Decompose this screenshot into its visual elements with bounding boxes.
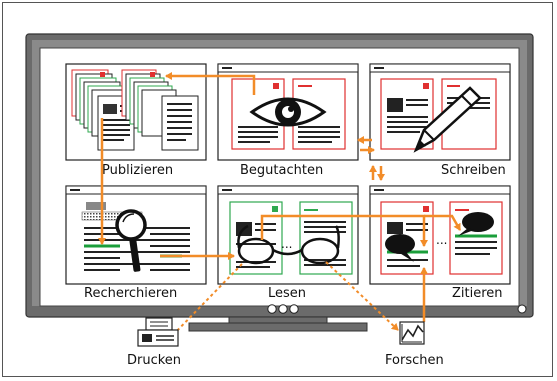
arrow-begutachten-to-publizieren: [165, 72, 256, 95]
label-publizieren: Publizieren: [102, 163, 173, 178]
arrow-lesen-to-forschen: [325, 261, 399, 331]
label-drucken: Drucken: [127, 353, 181, 368]
power-led: [517, 304, 527, 314]
printer-icon: [137, 317, 179, 347]
label-zitieren: Zitieren: [452, 286, 503, 301]
chart-icon: [399, 321, 425, 345]
monitor-neck: [228, 316, 328, 324]
flow-arrows: [98, 72, 462, 339]
label-lesen: Lesen: [268, 286, 306, 301]
panel-begutachten: Begutachten: [217, 63, 359, 178]
label-schreiben: Schreiben: [441, 163, 506, 178]
label-recherchieren: Recherchieren: [84, 286, 177, 301]
ellipsis-zitieren: ...: [436, 233, 447, 247]
monitor-button-2: [278, 304, 288, 314]
monitor-button-1: [267, 304, 277, 314]
eye-icon: [249, 97, 327, 127]
panel-zitieren: ... Zitieren: [369, 185, 511, 301]
ellipsis-lesen: ...: [281, 237, 292, 251]
arrow-lesen-to-zitieren: [260, 214, 428, 247]
pencil-icon: [413, 86, 482, 153]
panel-recherchieren: Recherchieren: [65, 185, 207, 301]
panel-schreiben: Schreiben: [369, 63, 511, 178]
speech-bubble-left-icon: [385, 234, 415, 262]
document-stack: [71, 69, 199, 151]
label-begutachten: Begutachten: [240, 163, 323, 178]
monitor-button-3: [289, 304, 299, 314]
speech-bubble-right-icon: [458, 212, 494, 236]
arrow-lesen-to-drucken: [169, 263, 243, 339]
outer-frame: [2, 2, 553, 377]
magnifier-icon: [115, 209, 147, 272]
monitor-base: [188, 322, 368, 332]
panel-lesen: ... Lesen: [217, 185, 359, 301]
glasses-icon: [237, 224, 340, 265]
arrow-to-zitieren-right: [424, 214, 462, 231]
label-forschen: Forschen: [385, 353, 444, 368]
panel-publizieren: Publizieren: [65, 63, 207, 178]
